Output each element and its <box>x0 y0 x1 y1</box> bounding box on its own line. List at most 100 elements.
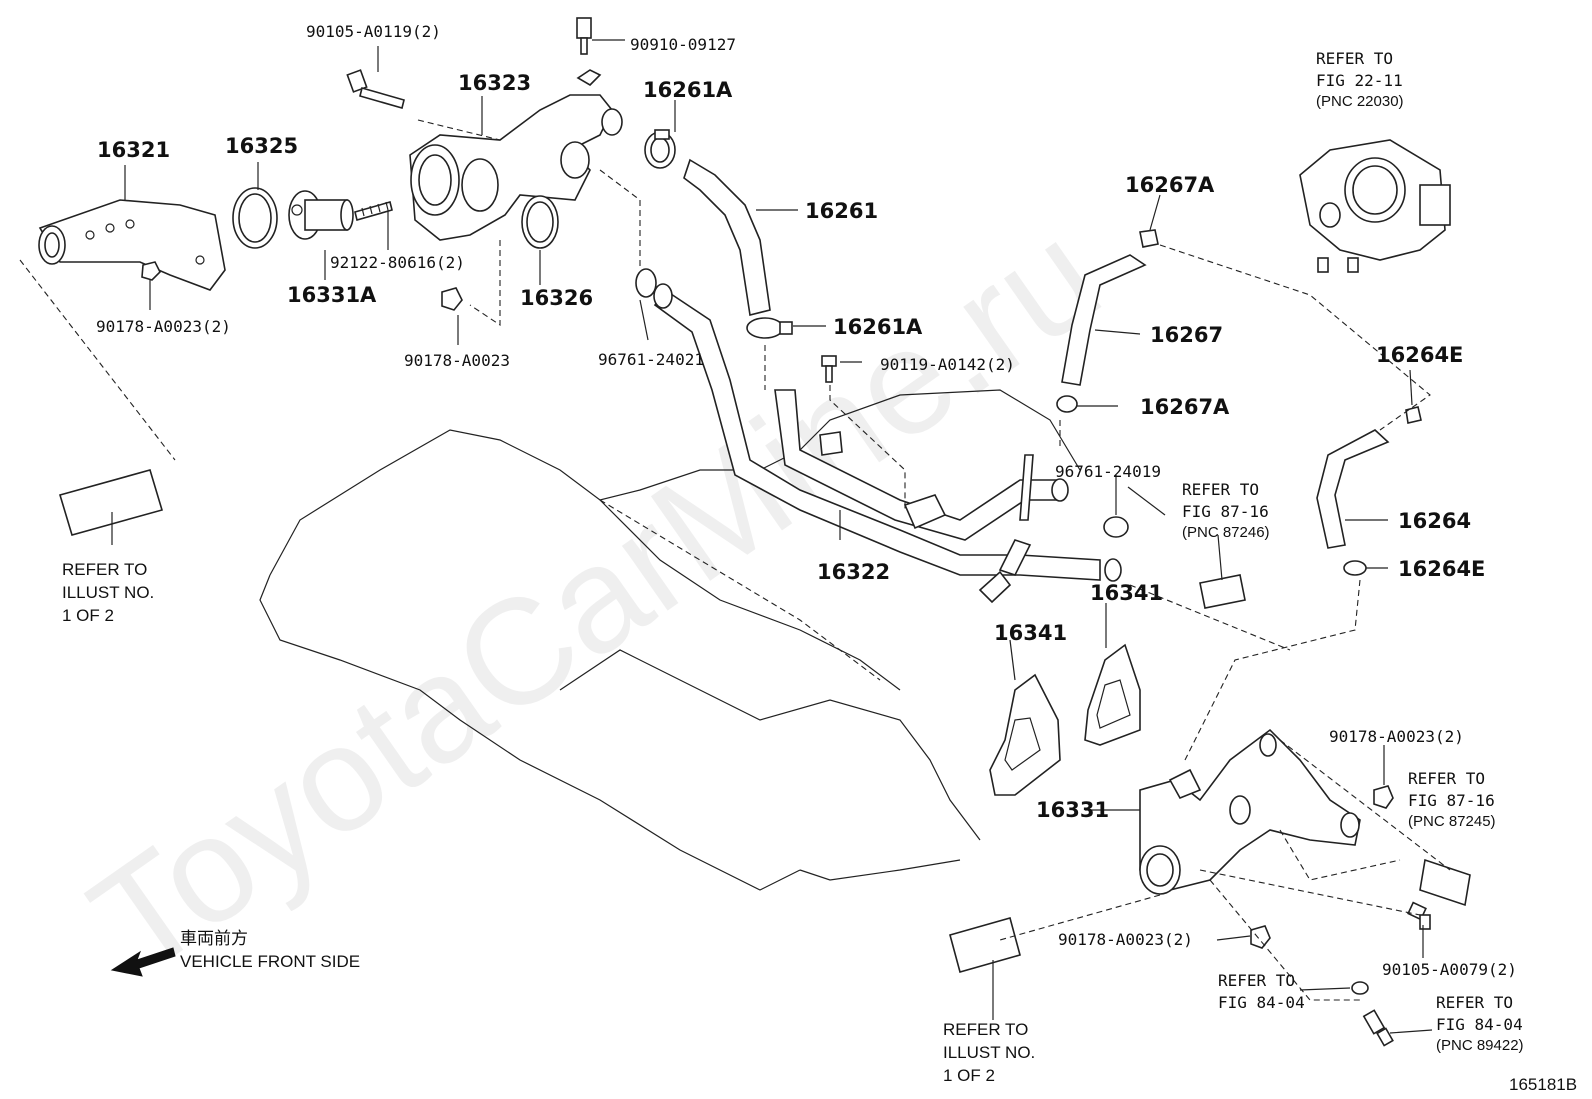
label-16267A-top: 16267A <box>1125 173 1215 197</box>
leader-lines <box>111 39 1433 1034</box>
oring-96761-24019 <box>1103 516 1129 538</box>
clamp-16261A-mid <box>746 317 793 339</box>
refer-illust-left: REFER TO ILLUST NO. 1 OF 2 <box>62 560 154 625</box>
svg-text:1 OF 2: 1 OF 2 <box>943 1066 995 1085</box>
svg-text:FIG 84-04: FIG 84-04 <box>1218 993 1305 1012</box>
bolt-90105-A0079 <box>1407 901 1431 930</box>
watermark: ToyotaCarMine.ru <box>62 190 1128 1007</box>
svg-text:FIG 84-04: FIG 84-04 <box>1436 1015 1523 1034</box>
hose-stub-87245 <box>1419 858 1471 907</box>
label-16326: 16326 <box>520 286 593 310</box>
vehicle-front-arrow-icon <box>110 947 176 977</box>
label-16341-right: 16341 <box>1090 581 1163 605</box>
svg-text:REFER TO: REFER TO <box>62 560 147 579</box>
code-90178-A0023-left: 90178-A0023(2) <box>96 317 231 336</box>
svg-text:REFER TO: REFER TO <box>1316 49 1393 68</box>
refer-fig-84-04-b: REFER TO FIG 84-04 (PNC 89422) <box>1436 993 1524 1054</box>
label-16261: 16261 <box>805 199 878 223</box>
svg-text:(PNC 22030): (PNC 22030) <box>1316 93 1404 110</box>
svg-text:(PNC 87245): (PNC 87245) <box>1408 813 1496 830</box>
vehicle-front-label-jp: 車両前方 <box>180 929 248 948</box>
svg-text:ILLUST NO.: ILLUST NO. <box>943 1043 1035 1062</box>
bypass-pipe-16322 <box>653 283 1122 604</box>
svg-text:ILLUST NO.: ILLUST NO. <box>62 583 154 602</box>
refer-fig-87-16-b: REFER TO FIG 87-16 (PNC 87245) <box>1408 769 1496 830</box>
hose-stub-left <box>58 469 164 536</box>
thermostat-16331A <box>288 190 354 240</box>
nut-90178-right <box>1373 785 1394 809</box>
label-16325: 16325 <box>225 134 298 158</box>
code-90119-A0142: 90119-A0142(2) <box>880 355 1015 374</box>
label-16322: 16322 <box>817 560 890 584</box>
water-outlet-16331 <box>1139 728 1361 895</box>
code-90178-A0023-right: 90178-A0023(2) <box>1329 727 1464 746</box>
bolt-90105-A0119 <box>346 69 405 109</box>
clamp-16267A-bottom <box>1056 395 1078 413</box>
gasket-16341-left <box>989 673 1061 796</box>
nut-90178-bottom <box>1250 925 1271 949</box>
label-16323: 16323 <box>458 71 531 95</box>
hose-16261 <box>683 158 771 316</box>
nut-90178 <box>441 287 463 311</box>
label-16321: 16321 <box>97 138 170 162</box>
sensor-89422 <box>1362 1009 1394 1047</box>
clamp-16264E-bottom <box>1343 560 1367 576</box>
svg-text:(PNC 89422): (PNC 89422) <box>1436 1037 1524 1054</box>
oring-96761-24021 <box>635 268 657 298</box>
label-16261A-mid: 16261A <box>833 315 923 339</box>
figure-number: 165181B <box>1509 1075 1577 1094</box>
water-outlet-16321 <box>38 199 226 291</box>
hose-16267 <box>1061 254 1147 386</box>
water-inlet-16323 <box>409 69 623 241</box>
label-16267: 16267 <box>1150 323 1223 347</box>
washer-84-04 <box>1351 981 1369 995</box>
svg-text:REFER TO: REFER TO <box>1408 769 1485 788</box>
label-16261A-top: 16261A <box>643 78 733 102</box>
svg-text:REFER TO: REFER TO <box>1182 480 1259 499</box>
bolt-90119-A0142 <box>821 355 837 383</box>
svg-text:1 OF 2: 1 OF 2 <box>62 606 114 625</box>
svg-text:REFER TO: REFER TO <box>1436 993 1513 1012</box>
label-16331A: 16331A <box>287 283 377 307</box>
code-90105-A0079: 90105-A0079(2) <box>1382 960 1517 979</box>
code-90910-09127: 90910-09127 <box>630 35 736 54</box>
engine-outline <box>259 389 1081 891</box>
vehicle-front-label-en: VEHICLE FRONT SIDE <box>180 952 360 971</box>
label-16331: 16331 <box>1036 798 1109 822</box>
clamp-16261A-top <box>644 129 676 169</box>
gasket-16341-right <box>1084 643 1141 746</box>
clamp-16267A-top <box>1139 229 1159 248</box>
svg-text:(PNC 87246): (PNC 87246) <box>1182 524 1270 541</box>
label-16341-left: 16341 <box>994 621 1067 645</box>
refer-illust-bottom: REFER TO ILLUST NO. 1 OF 2 <box>943 1020 1035 1085</box>
code-90178-A0023-bottom: 90178-A0023(2) <box>1058 930 1193 949</box>
code-96761-24019: 96761-24019 <box>1055 462 1161 481</box>
hose-stub-87246 <box>1199 574 1246 609</box>
hose-16264 <box>1316 429 1390 549</box>
guide-lines <box>19 119 1451 1001</box>
svg-text:FIG 87-16: FIG 87-16 <box>1182 502 1269 521</box>
svg-text:FIG 22-11: FIG 22-11 <box>1316 71 1403 90</box>
code-96761-24021: 96761-24021 <box>598 350 704 369</box>
clamp-16264E-top <box>1405 406 1422 424</box>
refer-fig-22-11: REFER TO FIG 22-11 (PNC 22030) <box>1316 49 1404 110</box>
refer-fig-87-16-a: REFER TO FIG 87-16 (PNC 87246) <box>1182 480 1270 541</box>
refer-fig-84-04-a: REFER TO FIG 84-04 <box>1218 971 1305 1012</box>
label-16264: 16264 <box>1398 509 1471 533</box>
sensor-90910-09127 <box>576 17 592 55</box>
label-16264E-top: 16264E <box>1376 343 1463 367</box>
svg-text:FIG 87-16: FIG 87-16 <box>1408 791 1495 810</box>
stud-92122 <box>354 201 393 221</box>
hose-stub-bottom <box>949 917 1021 973</box>
throttle-body <box>1299 139 1451 273</box>
svg-text:REFER TO: REFER TO <box>943 1020 1028 1039</box>
code-92122-80616: 92122-80616(2) <box>330 253 465 272</box>
nut-90178-left <box>141 261 161 281</box>
label-16264E-bottom: 16264E <box>1398 557 1485 581</box>
code-90178-A0023: 90178-A0023 <box>404 351 510 370</box>
label-16267A-bottom: 16267A <box>1140 395 1230 419</box>
code-90105-A0119: 90105-A0119(2) <box>306 22 441 41</box>
svg-text:REFER TO: REFER TO <box>1218 971 1295 990</box>
